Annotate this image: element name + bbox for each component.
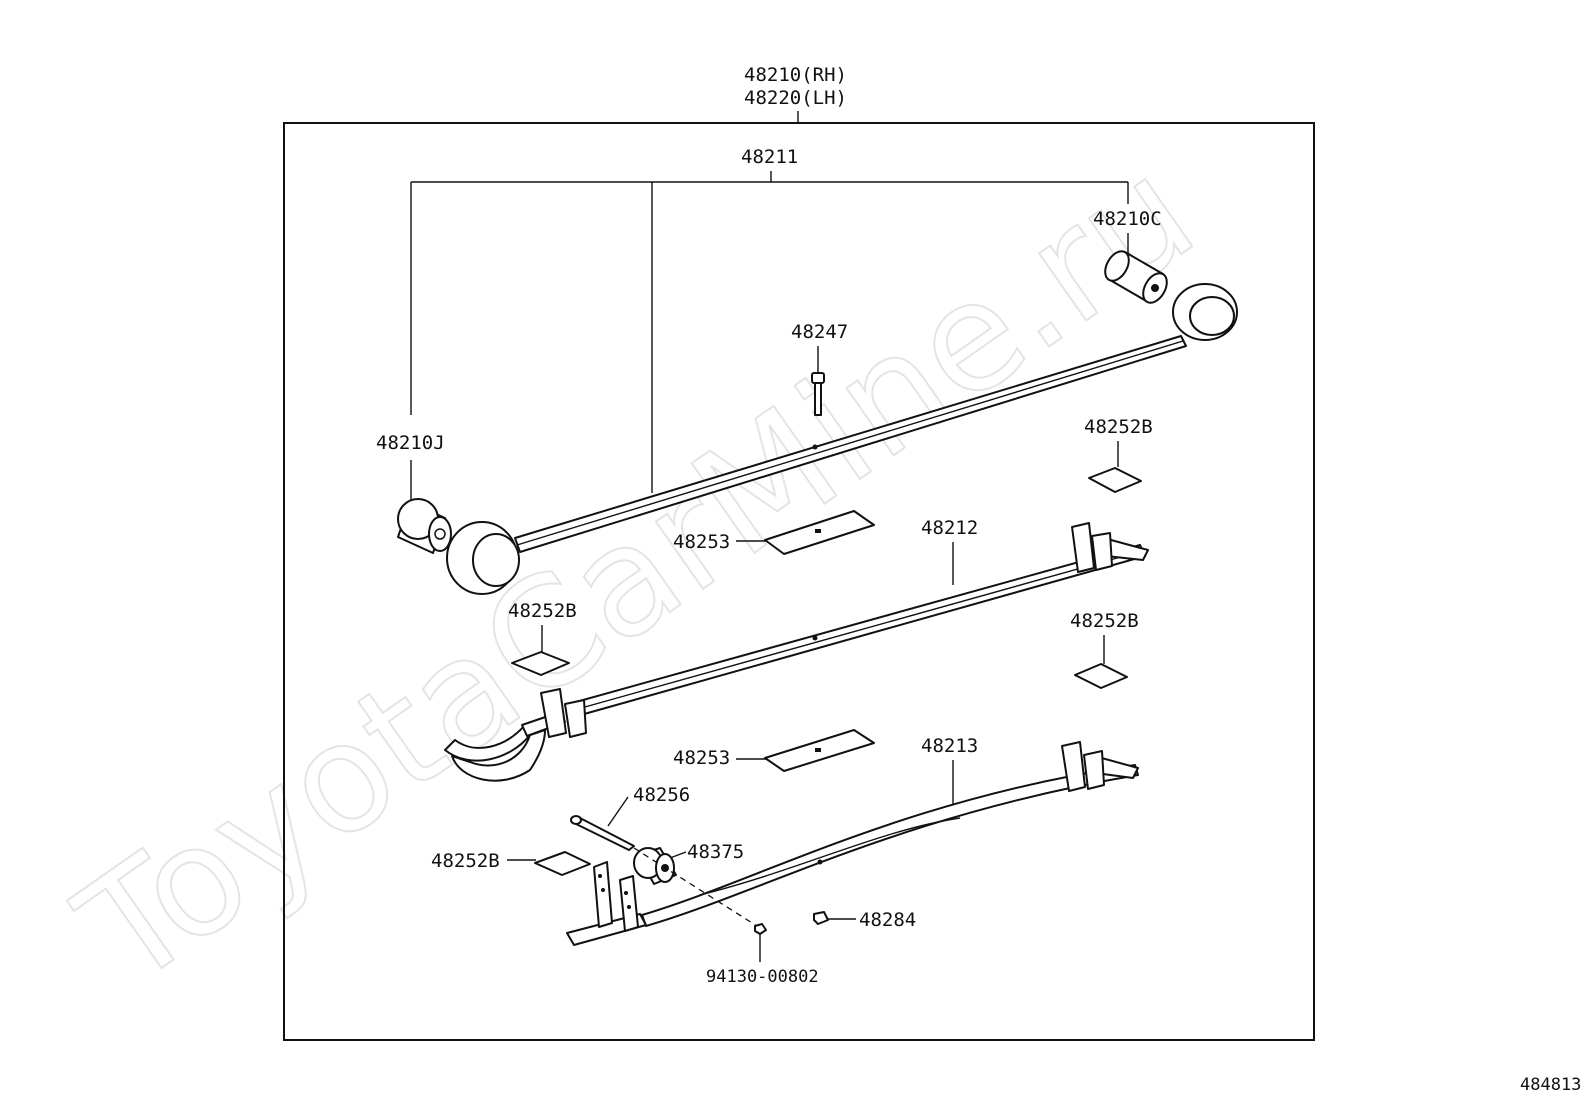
label-48212[interactable]: 48212 — [921, 517, 978, 539]
label-48375[interactable]: 48375 — [687, 841, 744, 863]
label-48252B-c[interactable]: 48252B — [1070, 610, 1139, 632]
label-48252B-b[interactable]: 48252B — [508, 600, 577, 622]
assembly-frame — [283, 122, 1315, 1041]
pad-48252B-b[interactable] — [511, 651, 570, 676]
pad-48253-b[interactable] — [764, 729, 875, 772]
label-48253-a[interactable]: 48253 — [673, 531, 730, 553]
bolt-48256[interactable] — [570, 815, 635, 851]
pad-48253-a[interactable] — [764, 510, 875, 555]
label-48213[interactable]: 48213 — [921, 735, 978, 757]
nut-94130-00802[interactable] — [754, 923, 767, 935]
label-48247[interactable]: 48247 — [791, 321, 848, 343]
bushing-48210J[interactable] — [397, 498, 452, 554]
label-48210C[interactable]: 48210C — [1093, 208, 1162, 230]
center-bolt-48247[interactable] — [811, 372, 825, 416]
pad-48252B-a[interactable] — [1088, 467, 1142, 493]
label-48253-b[interactable]: 48253 — [673, 747, 730, 769]
label-48284[interactable]: 48284 — [859, 909, 916, 931]
pad-48252B-d[interactable] — [534, 851, 591, 876]
diagram-id: 484813 — [1520, 1075, 1581, 1095]
nut-48284[interactable] — [813, 911, 829, 925]
bushing-48210C[interactable] — [1100, 247, 1171, 307]
label-48252B-d[interactable]: 48252B — [431, 850, 500, 872]
label-94130-00802[interactable]: 94130-00802 — [706, 967, 819, 987]
assembly-axis — [633, 847, 761, 929]
label-48252B-a[interactable]: 48252B — [1084, 416, 1153, 438]
label-48210J[interactable]: 48210J — [376, 432, 445, 454]
pad-48252B-c[interactable] — [1074, 663, 1128, 689]
label-48220-lh[interactable]: 48220(LH) — [744, 87, 847, 109]
label-48256[interactable]: 48256 — [633, 784, 690, 806]
bushing-48375[interactable] — [633, 847, 677, 885]
third-leaf-48213[interactable] — [566, 741, 1139, 946]
label-48211[interactable]: 48211 — [741, 146, 798, 168]
label-48210-rh[interactable]: 48210(RH) — [744, 64, 847, 86]
second-leaf-48212[interactable] — [444, 522, 1149, 782]
main-leaf-48211[interactable] — [446, 283, 1238, 595]
